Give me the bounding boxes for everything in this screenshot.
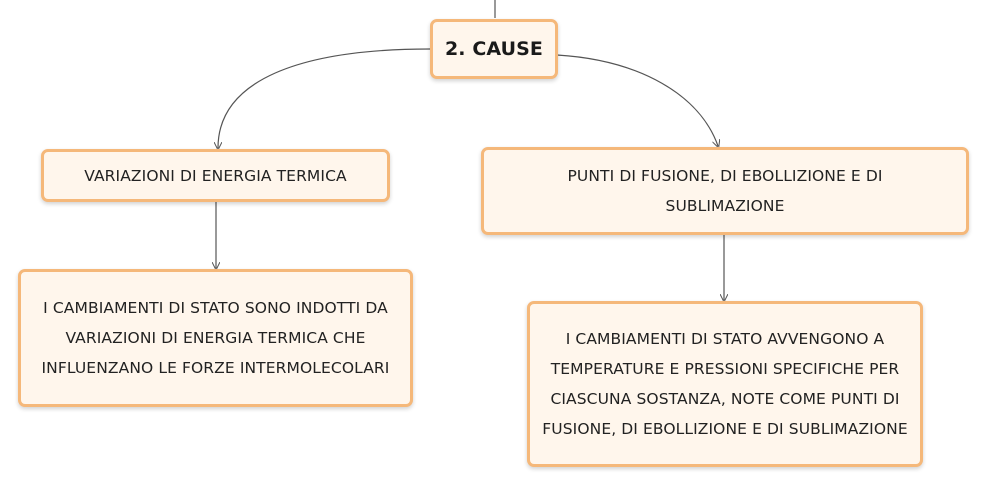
right-topic-node[interactable]: PUNTI DI FUSIONE, DI EBOLLIZIONE E DI SU…	[481, 147, 969, 235]
root-node[interactable]: 2. CAUSE	[430, 19, 558, 79]
right-topic-label: PUNTI DI FUSIONE, DI EBOLLIZIONE E DI SU…	[567, 167, 883, 215]
left-detail-label: I CAMBIAMENTI DI STATO SONO INDOTTI DA V…	[41, 299, 390, 377]
connector-root-to-left-topic	[218, 48, 431, 148]
left-topic-label: VARIAZIONI DI ENERGIA TERMICA	[84, 166, 347, 185]
root-node-label: 2. CAUSE	[444, 38, 543, 60]
right-detail-node[interactable]: I CAMBIAMENTI DI STATO AVVENGONO A TEMPE…	[527, 301, 923, 467]
right-detail-label: I CAMBIAMENTI DI STATO AVVENGONO A TEMPE…	[542, 330, 908, 438]
connector-root-to-right-topic	[556, 54, 718, 146]
left-detail-node[interactable]: I CAMBIAMENTI DI STATO SONO INDOTTI DA V…	[18, 269, 413, 407]
left-topic-node[interactable]: VARIAZIONI DI ENERGIA TERMICA	[41, 149, 390, 202]
